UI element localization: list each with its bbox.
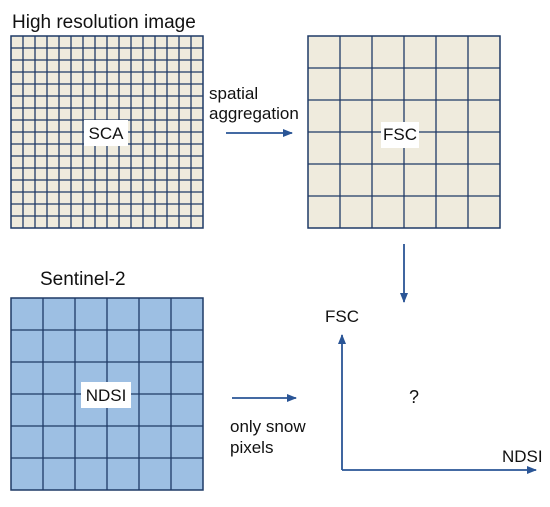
high-res-grid-lines: [11, 36, 203, 228]
sentinel-title: Sentinel-2: [40, 269, 126, 290]
fsc-grid-label: FSC: [383, 125, 417, 144]
high-res-grid: [10, 35, 204, 229]
snow-label-line2: pixels: [230, 438, 273, 457]
ndsi-label-box: [81, 382, 131, 408]
snow-label-line1: only snow: [230, 417, 306, 436]
high-res-title: High resolution image: [12, 12, 196, 33]
plot-y-axis-label: FSC: [325, 307, 359, 326]
ndsi-grid-label: NDSI: [86, 386, 127, 405]
fsc-grid-lines: [308, 36, 500, 228]
sca-label-box: [84, 120, 128, 146]
fsc-label-box: [381, 122, 419, 148]
aggregation-label-line2: aggregation: [209, 104, 299, 123]
plot-x-axis-label: NDSI: [502, 447, 543, 466]
plot-question-mark: ?: [409, 387, 419, 407]
aggregation-label-line1: spatial: [209, 84, 258, 103]
sca-label: SCA: [89, 124, 125, 143]
